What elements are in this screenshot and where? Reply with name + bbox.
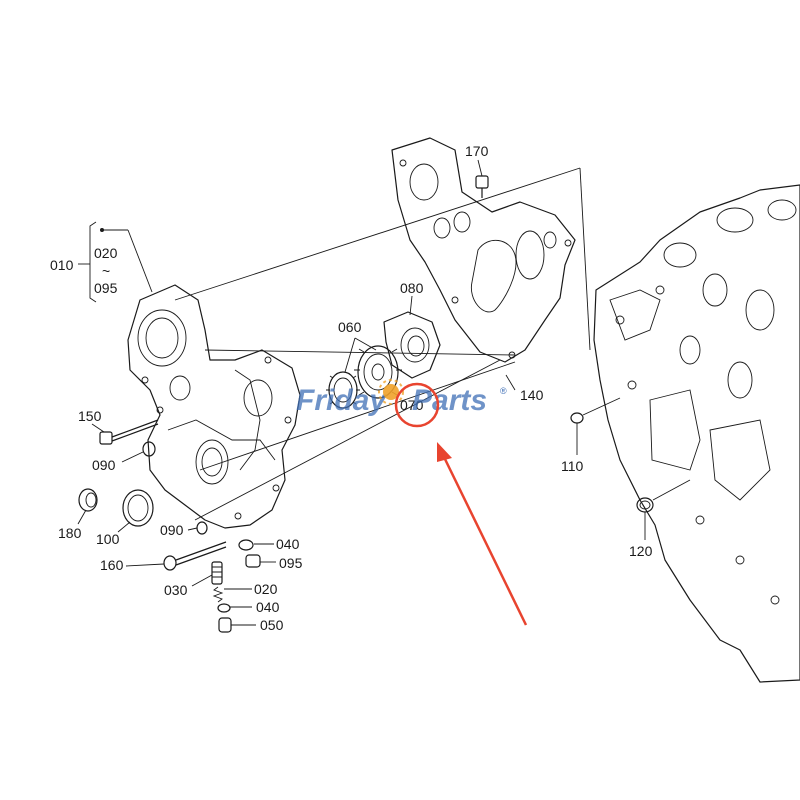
bolt-160 bbox=[163, 541, 227, 571]
relief-valve-030 bbox=[211, 561, 223, 585]
plate-140 bbox=[391, 137, 576, 363]
callout-020-top: 020 bbox=[94, 245, 118, 261]
cap-180 bbox=[78, 488, 98, 512]
callout-tilde: ~ bbox=[102, 263, 110, 279]
callout-030: 030 bbox=[164, 582, 188, 598]
callout-070: 070 bbox=[400, 397, 424, 413]
engine-block bbox=[593, 184, 800, 683]
o-ring-110 bbox=[570, 412, 584, 424]
callout-020-b: 020 bbox=[254, 581, 278, 597]
callout-150: 150 bbox=[78, 408, 102, 424]
plug-095-b bbox=[245, 554, 261, 568]
highlight-circle bbox=[394, 382, 440, 428]
plug-090-a bbox=[142, 441, 156, 457]
callout-060: 060 bbox=[338, 319, 362, 335]
svg-text:Parts: Parts bbox=[412, 384, 487, 417]
spring-020 bbox=[212, 586, 224, 603]
callout-dot bbox=[100, 228, 104, 232]
callout-050: 050 bbox=[260, 617, 284, 633]
svg-text:Friday: Friday bbox=[296, 384, 387, 417]
gear-070 bbox=[354, 345, 402, 399]
o-ring-120 bbox=[636, 497, 654, 513]
gasket-080 bbox=[383, 311, 441, 379]
guide-lines bbox=[174, 167, 591, 521]
callout-010: 010 bbox=[50, 257, 74, 273]
callout-160: 160 bbox=[100, 557, 124, 573]
washer-040-a bbox=[238, 539, 254, 551]
callout-140: 140 bbox=[520, 387, 544, 403]
callout-120: 120 bbox=[629, 543, 653, 559]
callout-080: 080 bbox=[400, 280, 424, 296]
callout-170: 170 bbox=[465, 143, 489, 159]
bolt-150 bbox=[99, 419, 159, 445]
sun-icon bbox=[378, 379, 404, 405]
watermark-text-after: Parts bbox=[412, 384, 487, 417]
gear-case-010 bbox=[127, 284, 301, 529]
plug-090-b bbox=[196, 521, 208, 535]
callout-040-a: 040 bbox=[276, 536, 300, 552]
arrow-head-icon bbox=[437, 442, 452, 462]
highlight-annotation bbox=[394, 382, 528, 626]
callout-095-b: 095 bbox=[279, 555, 303, 571]
watermark-reg-mark: ® bbox=[500, 386, 507, 396]
callout-090-a: 090 bbox=[92, 457, 116, 473]
callout-090-b: 090 bbox=[160, 522, 184, 538]
watermark-text-before: Friday bbox=[296, 384, 387, 417]
callout-095-top: 095 bbox=[94, 280, 118, 296]
highlight-arrow-shaft bbox=[441, 454, 528, 626]
gear-060 bbox=[326, 371, 360, 409]
callout-labels: 010 020 ~ 095 170 080 060 070 140 150 09… bbox=[50, 143, 653, 633]
bolt-170 bbox=[475, 175, 489, 198]
callout-180: 180 bbox=[58, 525, 82, 541]
plug-050 bbox=[218, 617, 232, 633]
leader-lines bbox=[77, 159, 691, 626]
callout-110: 110 bbox=[561, 458, 584, 474]
callout-040-b: 040 bbox=[256, 599, 280, 615]
watermark-logo: Friday Parts ® bbox=[296, 379, 507, 417]
oil-seal-100 bbox=[122, 489, 154, 527]
callout-100: 100 bbox=[96, 531, 120, 547]
washer-040-b bbox=[217, 603, 231, 613]
